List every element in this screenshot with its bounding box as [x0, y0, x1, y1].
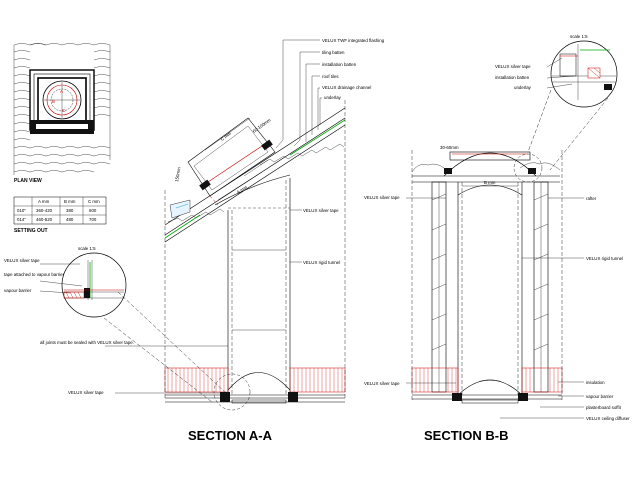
dim-60-100: 60-100mm — [252, 117, 272, 134]
aa-label-underlay: underlay — [324, 95, 342, 100]
aa-label-rigid-tunnel: VELUX rigid tunnel — [303, 260, 340, 265]
section-bb-insulation — [411, 367, 563, 404]
aa-label-silver-tape-bottom: VELUX silver tape — [68, 390, 104, 395]
bb-label-ceiling-diffuser: VELUX ceiling diffuser — [586, 416, 630, 421]
section-bb-rafters — [431, 181, 549, 393]
detail-left-label-vapour-barrier: vapour barrier — [4, 288, 32, 293]
aa-label-roof-tiles: roof tiles — [322, 74, 339, 79]
bb-label-plasterboard: plasterboard soffit — [586, 405, 622, 410]
bb-label-rafter: rafter — [586, 196, 597, 201]
aa-label-joints: all joints must be sealed with VELUX sil… — [40, 340, 134, 345]
detail-right: scale 1:5 VELUX silver tape installation… — [495, 34, 618, 171]
table-row-2-size: 014" — [17, 217, 26, 222]
dim-b: B mm — [484, 180, 496, 185]
table-row-2-c: 700 — [89, 217, 97, 222]
section-aa-dome — [187, 117, 276, 206]
aa-label-flashing: VELUX TWF integrated flashing — [322, 38, 385, 43]
section-bb-title: SECTION B-B — [424, 428, 509, 443]
section-aa-leaders — [275, 39, 322, 149]
plan-view-title: PLAN VIEW — [14, 178, 42, 184]
plan-letter-b: B — [52, 99, 55, 104]
dim-30-60: 30-60mm — [440, 145, 459, 150]
aa-label-joints-text: all joints must be sealed with VELUX sil… — [40, 340, 134, 345]
plan-view: A B C PLAN VIEW — [13, 43, 111, 184]
detail-right-label-silver-tape: VELUX silver tape — [495, 64, 531, 69]
setting-out-table: A mm B mm C mm 010" 360-420 380 600 014"… — [13, 196, 107, 234]
detail-right-label-installation-batten: installation batten — [495, 75, 530, 80]
table-header-c: C mm — [88, 199, 100, 204]
aa-label-installation-batten: installation batten — [322, 62, 357, 67]
aa-label-tiling-batten: tiling batten — [322, 50, 345, 55]
aa-label-silver-tape: VELUX silver tape — [303, 208, 339, 213]
plan-tiles — [13, 43, 111, 175]
bb-label-rigid-tunnel: VELUX rigid tunnel — [586, 256, 623, 261]
bb-label-insulation: insulation — [586, 380, 605, 385]
dim-c: C mm — [220, 131, 233, 142]
section-aa-title: SECTION A-A — [188, 428, 273, 443]
plan-letter-c: C — [62, 108, 65, 113]
section-aa-roof — [164, 107, 346, 243]
table-row-1-size: 010" — [17, 208, 26, 213]
aa-label-drainage-channel: VELUX drainage channel — [322, 85, 371, 90]
section-aa: C mm A mm 150mm 60-100mm VELUX TWF integ… — [40, 38, 385, 443]
plan-dome — [42, 80, 82, 120]
section-bb: 30-60mm B mm VELUX silver tape VELUX sil… — [364, 145, 630, 443]
detail-left: scale 1:5 VELUX silver tape tape attache… — [4, 246, 127, 318]
table-header-a: A mm — [38, 199, 50, 204]
detail-left-scale: scale 1:5 — [78, 246, 96, 251]
bb-label-silver-tape-bottom: VELUX silver tape — [364, 381, 400, 386]
plan-letter-a: A — [60, 89, 63, 94]
table-header-b: B mm — [64, 199, 76, 204]
table-row-2-a: 460-520 — [36, 217, 53, 222]
table-row-1-a: 360-420 — [36, 208, 53, 213]
detail-right-label-underlay: underlay — [514, 85, 532, 90]
setting-out-title: SETTING OUT — [14, 228, 48, 234]
table-row-1-b: 380 — [66, 208, 74, 213]
section-aa-ceiling — [164, 367, 346, 404]
table-row-1-c: 600 — [89, 208, 97, 213]
bb-label-vapour-barrier: vapour barrier — [586, 394, 614, 399]
detail-left-label-silver-tape: VELUX silver tape — [4, 258, 40, 263]
section-bb-tunnel — [457, 182, 523, 396]
detail-left-label-tape-attached: tape attached to vapour barrier — [4, 272, 65, 277]
dim-a: A mm — [236, 184, 248, 194]
detail-right-scale: scale 1:5 — [570, 34, 588, 39]
section-aa-tunnel — [214, 174, 291, 395]
table-row-2-b: 480 — [66, 217, 74, 222]
dim-150: 150mm — [174, 167, 182, 183]
bb-label-silver-tape-top: VELUX silver tape — [364, 195, 400, 200]
